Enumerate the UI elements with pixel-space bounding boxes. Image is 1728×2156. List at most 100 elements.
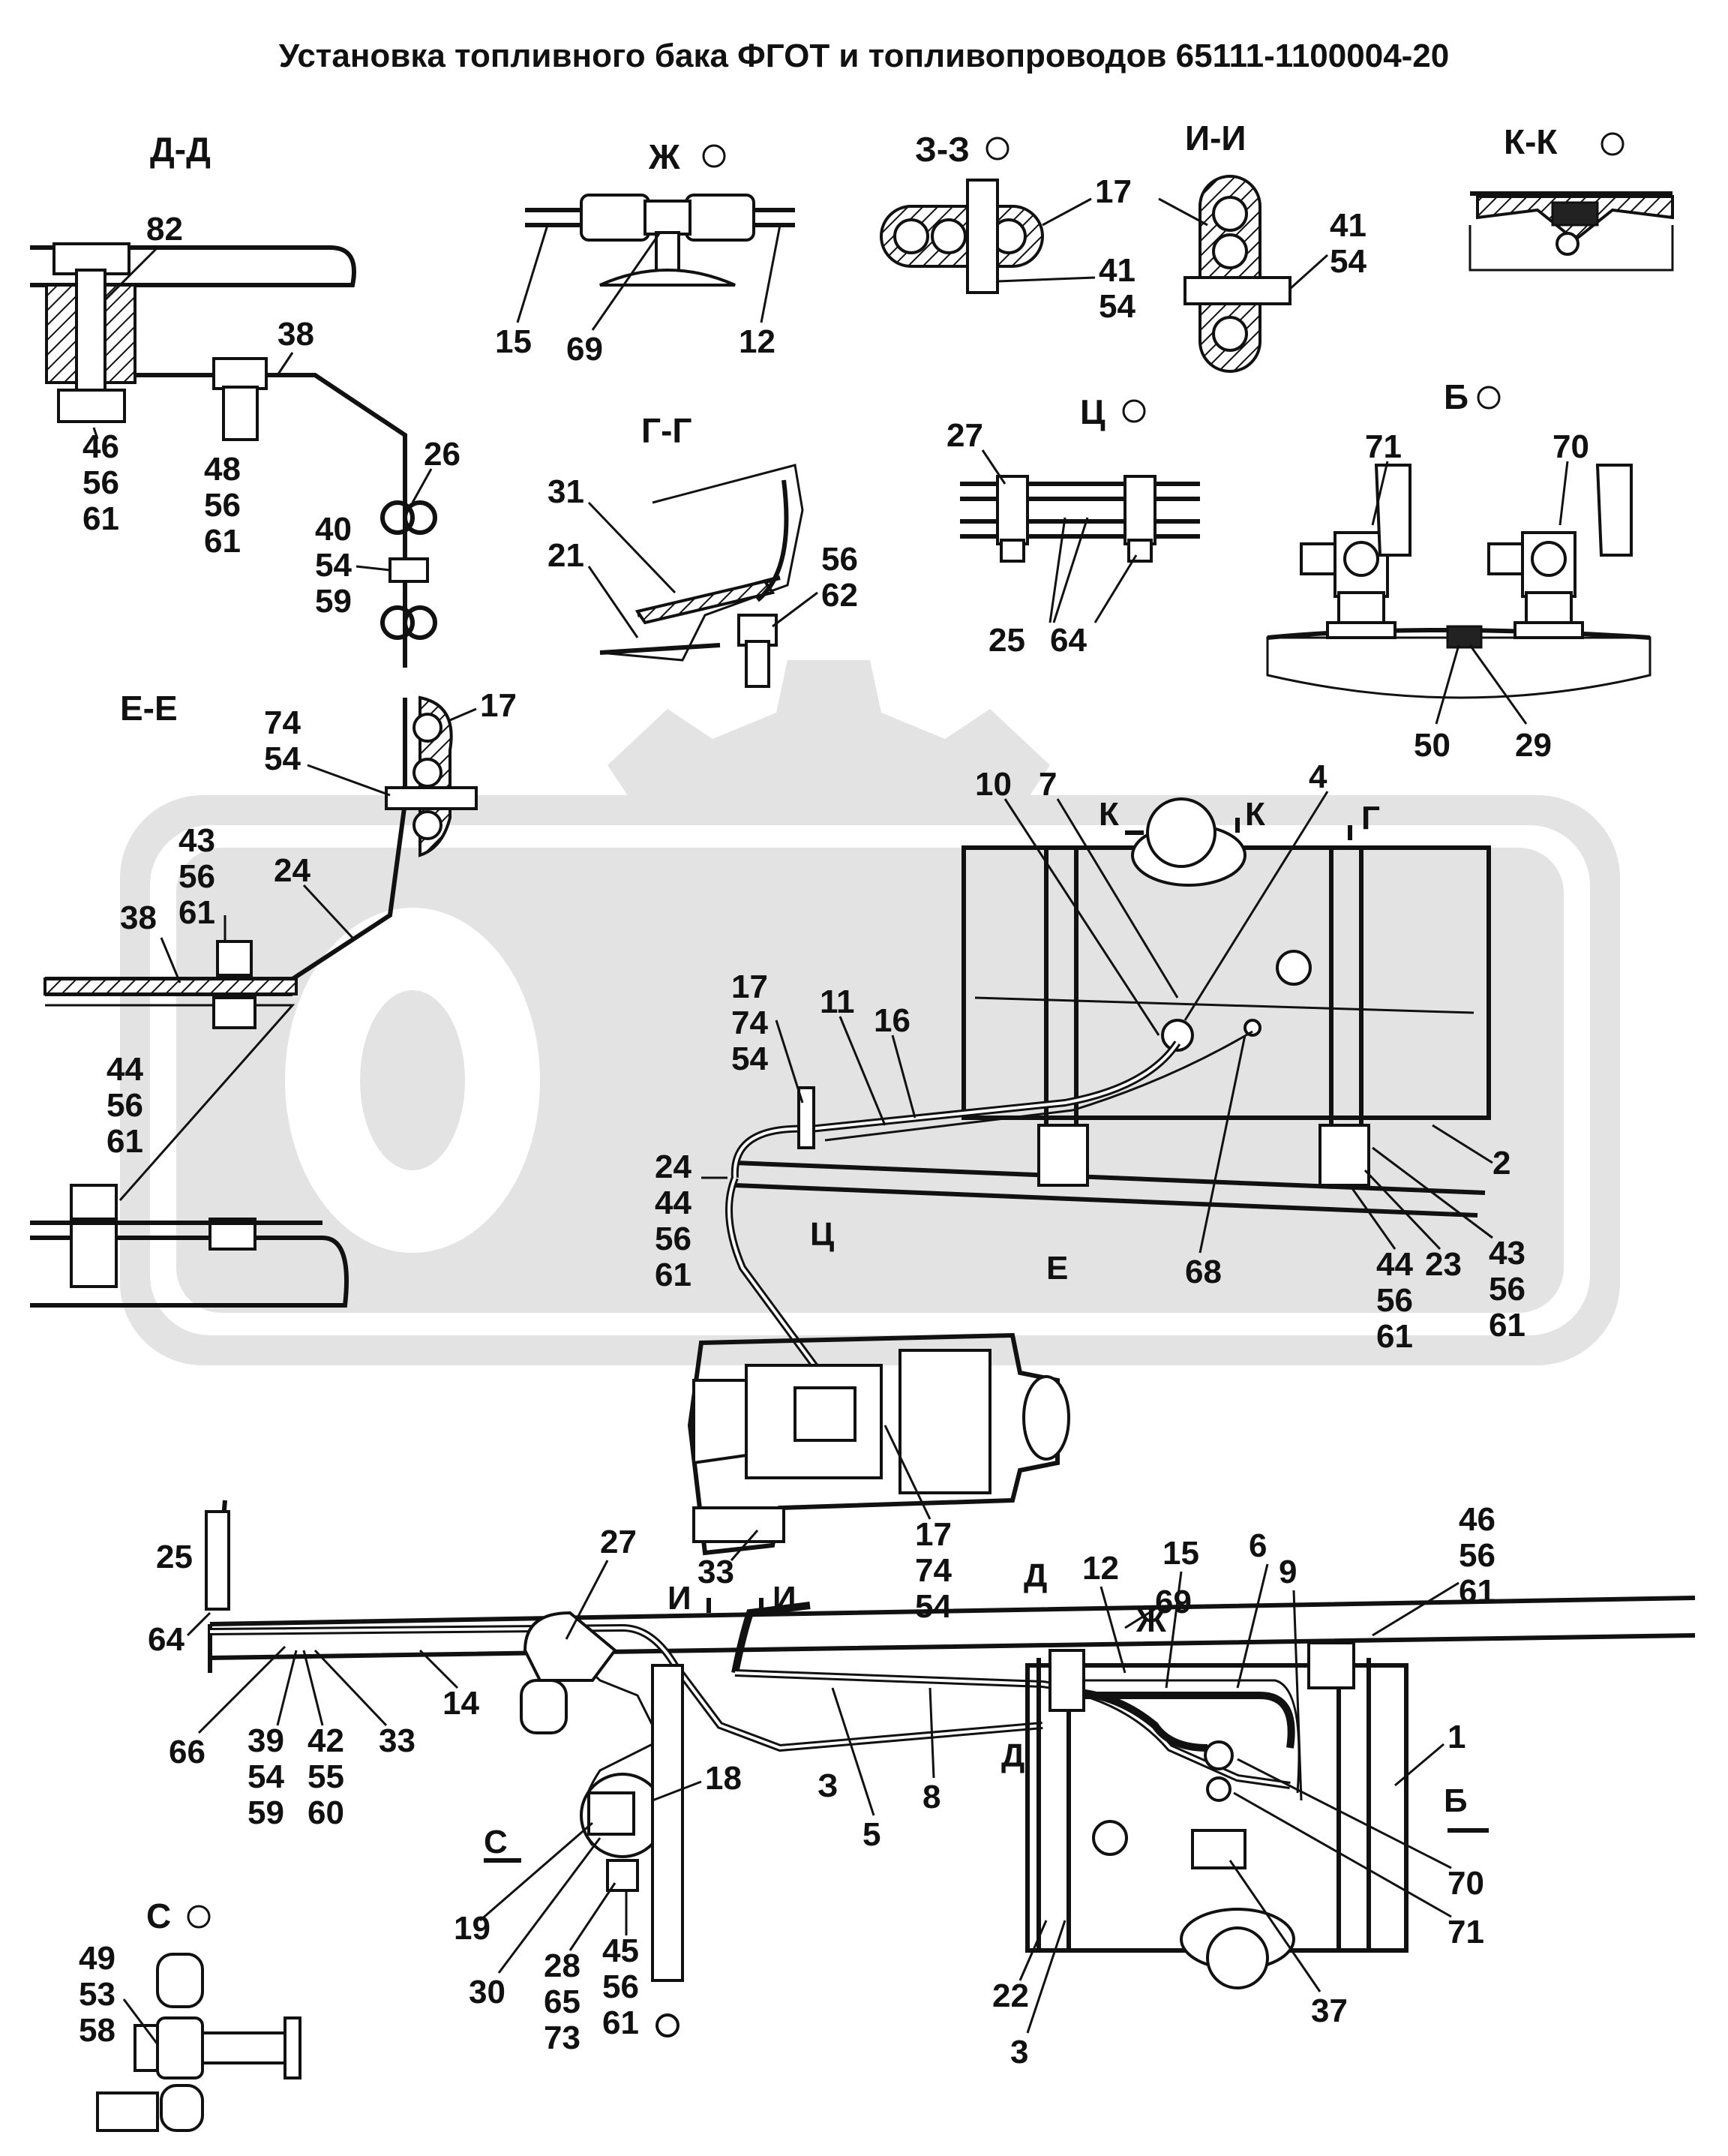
callout: 42 [308,1722,344,1759]
callout: 45 [602,1932,639,1969]
callout: 18 [705,1760,742,1797]
callout: 61 [1376,1318,1413,1355]
callout: 21 [548,537,584,574]
callout: 60 [308,1794,344,1831]
callout: 25 [156,1539,193,1575]
callout: 49 [79,1940,116,1977]
callout: 70 [1448,1865,1484,1902]
callout: 56 [178,858,215,895]
callout: 62 [821,577,858,614]
view-b-title: Б [1444,377,1468,416]
callout: 54 [248,1758,284,1795]
section-mark: Д [1024,1557,1047,1594]
callout: 54 [1330,243,1366,280]
callout: 44 [1376,1246,1413,1283]
callout: 69 [566,331,603,368]
main-upper-tank: 10 7 4 17 74 54 11 16 24 44 56 61 2 68 4… [655,758,1526,1413]
callout: 27 [946,417,983,454]
callout: 64 [1050,622,1087,659]
section-marks-upper: К К Г Ц Е [810,796,1380,1287]
callout: 39 [248,1722,284,1759]
callout: 33 [698,1554,734,1590]
callout: 56 [82,464,119,501]
view-i-i-title: И-И [1185,119,1246,158]
callout: 65 [544,1983,580,2020]
callout: 68 [1185,1254,1222,1290]
callout: 74 [731,1004,768,1041]
callout: 10 [975,766,1012,803]
section-mark: Д [1001,1737,1024,1774]
callout: 24 [655,1149,692,1185]
callout: 44 [106,1051,143,1088]
section-mark: Ж [1136,1602,1166,1639]
section-mark: Г [1361,800,1380,836]
callout: 61 [106,1123,143,1160]
tap-70 [1487,464,1633,639]
callout: 41 [1330,207,1366,244]
callout: 61 [602,2004,639,2041]
callout: 40 [315,511,352,548]
view-g-g-title: Г-Г [641,411,692,450]
view-s-title: С [146,1896,171,1935]
callout: 56 [655,1221,692,1257]
callout: 50 [1414,727,1450,764]
callout: 11 [820,983,855,1020]
callout: 74 [264,704,301,741]
callout: 24 [274,852,310,889]
callout: 17 [731,968,768,1005]
callout: 2 [1492,1145,1510,1182]
view-k-k-title: К-К [1504,122,1558,161]
callout: 12 [739,323,776,360]
section-mark: С [484,1824,508,1860]
callout: 4 [1309,758,1328,795]
callout: 38 [120,899,157,936]
callout: 71 [1365,428,1402,465]
callout: 61 [204,523,241,560]
view-ts: Ц 27 25 64 [946,392,1200,659]
view-e-e: Е-Е 17 74 54 43 56 61 24 3 [30,687,517,1308]
callout: 82 [146,211,183,248]
view-d-d: Д-Д 82 38 26 46 56 61 48 [30,130,460,668]
callout: 43 [178,822,215,859]
callout: 55 [308,1758,344,1795]
section-mark: К [1245,796,1265,833]
view-z-z-title: З-З [915,130,970,169]
callout: 30 [469,1974,506,2010]
callout: 16 [874,1002,910,1039]
callout: 70 [1552,428,1589,465]
view-z-z: З-З 17 41 54 [880,130,1136,325]
callout: 54 [315,547,352,584]
clamp-26 [380,500,437,640]
callout: 54 [915,1588,952,1625]
callout: 5 [862,1816,880,1853]
view-zh-title: Ж [648,137,680,176]
callout: 69 [1155,1584,1192,1620]
section-mark: Б [1444,1782,1468,1819]
callout: 61 [82,500,119,537]
callout: 22 [992,1977,1029,2014]
callout: 17 [915,1516,952,1553]
callout: 46 [1459,1501,1496,1538]
callout: 25 [988,622,1025,659]
callout: 41 [1099,252,1136,289]
callout: 74 [915,1552,952,1589]
callout: 28 [544,1947,580,1984]
callout: 17 [1095,173,1132,210]
callout: 59 [248,1794,284,1831]
callout: 31 [548,473,584,510]
callout: 61 [178,894,215,931]
callout: 64 [148,1621,184,1658]
callout: 73 [544,2019,580,2056]
callout: 38 [278,316,314,353]
callout: 8 [922,1779,940,1815]
main-lower-frame: 25 64 27 12 15 6 9 46 56 61 69 66 39 54 … [148,1500,1696,2070]
view-i-i: И-И 41 54 [1158,119,1366,373]
section-mark: З [818,1767,838,1804]
tap-71 [1300,464,1412,639]
drawing-title: Установка топливного бака ФГОТ и топливо… [278,38,1450,74]
view-s: С 49 53 58 [79,1896,302,2132]
callout: 59 [315,583,352,620]
callout: 56 [204,487,241,524]
callout: 14 [442,1685,479,1722]
